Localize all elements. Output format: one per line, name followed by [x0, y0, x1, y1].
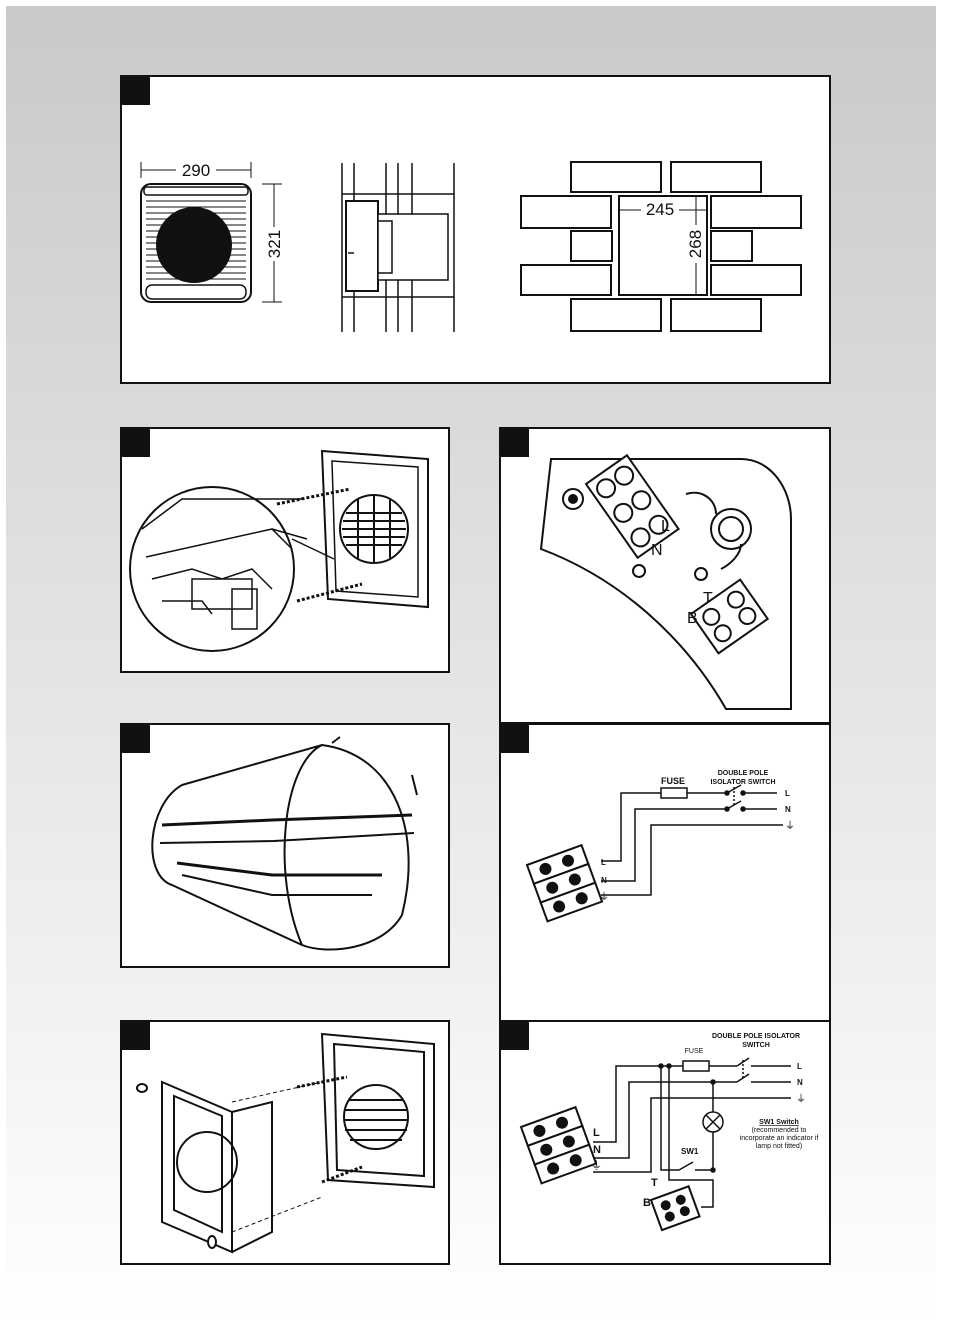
fuse-label: FUSE — [685, 1048, 704, 1055]
grille-front-view — [141, 162, 282, 302]
spigot-assembly-panel — [120, 1020, 450, 1265]
grille-fixing-panel — [120, 427, 450, 673]
terminal-label-l: L — [661, 518, 670, 535]
sw1-wiring-panel: DOUBLE POLE ISOLATOR SWITCH FUSE — [499, 1020, 831, 1265]
wall-section-view — [342, 163, 454, 332]
basic-wiring-diagram: FUSE DOUBLE POLE ISOLATOR SWITCH — [501, 725, 829, 1021]
isolator-label-line1: DOUBLE POLE — [718, 770, 769, 777]
wire-earth-symbol: ⏚ — [599, 891, 609, 903]
wall-opening-view — [521, 162, 801, 331]
grille-height-label: 321 — [265, 230, 284, 258]
supply-label-n: N — [797, 1078, 803, 1087]
terminal-label-t: T — [651, 1177, 658, 1189]
opening-width-label: 245 — [646, 200, 674, 219]
supply-earth-symbol: ⏚ — [796, 1093, 806, 1105]
isolator-label-line2: ISOLATOR SWITCH — [710, 779, 775, 786]
terminal-label-t: T — [703, 590, 713, 607]
terminal-label-b: B — [687, 610, 698, 627]
terminal-label-b: B — [643, 1197, 651, 1209]
fuse-label: FUSE — [661, 776, 685, 786]
wire-label-n: N — [601, 876, 607, 885]
opening-height-label: 268 — [686, 230, 705, 258]
sw1-note-title: SW1 Switch — [759, 1119, 799, 1126]
switch-terminal-block — [651, 1186, 700, 1230]
supply-label-n: N — [785, 805, 791, 814]
dimensions-panel: 290 321 — [120, 75, 831, 384]
sw1-note-line2: incorporate an indicator if — [740, 1135, 819, 1142]
terminal-label-n: N — [651, 542, 663, 559]
dimensions-diagram: 290 321 — [122, 77, 829, 382]
supply-earth-symbol: ⏚ — [785, 820, 795, 832]
grille-width-label: 290 — [182, 161, 210, 180]
wall-sleeve-panel — [120, 723, 450, 968]
sw1-note-line3: lamp not fitted) — [756, 1143, 802, 1150]
supply-label-l: L — [785, 789, 790, 798]
isolator-label-line2: SWITCH — [742, 1042, 770, 1049]
wiring-terminal-block — [527, 845, 602, 921]
isolator-label-line1: DOUBLE POLE ISOLATOR — [712, 1033, 800, 1040]
wiring-terminal-block — [521, 1107, 596, 1183]
terminal-block-panel: L N T B — [499, 427, 831, 724]
terminal-block-diagram: L N T B — [501, 429, 829, 722]
spigot-assembly-diagram — [122, 1022, 448, 1263]
grille-fixing-diagram — [122, 429, 448, 671]
supply-label-l: L — [797, 1062, 802, 1071]
sw1-wiring-diagram: DOUBLE POLE ISOLATOR SWITCH FUSE — [501, 1022, 829, 1263]
sw1-note-line1: (recommended to — [752, 1127, 807, 1134]
basic-wiring-panel: FUSE DOUBLE POLE ISOLATOR SWITCH — [499, 723, 831, 1023]
wall-sleeve-diagram — [122, 725, 448, 966]
wire-earth-symbol: ⏚ — [591, 1159, 602, 1172]
wire-label-l: L — [601, 858, 606, 867]
wire-label-l: L — [593, 1127, 600, 1139]
wire-label-n: N — [593, 1144, 601, 1156]
sw1-label: SW1 — [681, 1147, 699, 1156]
instruction-page: 290 321 — [6, 6, 936, 1324]
